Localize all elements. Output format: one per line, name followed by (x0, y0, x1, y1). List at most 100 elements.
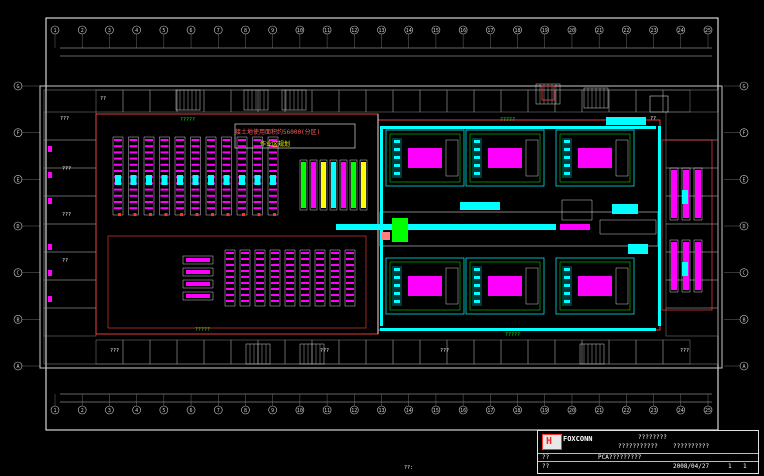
lower-rack-slot (271, 270, 279, 272)
cell-station (394, 140, 400, 143)
lower-rack-slot (301, 294, 309, 296)
axis-label-bottom: 18 (515, 408, 521, 414)
north-room (203, 89, 232, 113)
cell-machine (408, 148, 442, 168)
rack-slot (176, 194, 184, 197)
lower-rack-slot (286, 282, 294, 284)
cell-buffer (525, 267, 539, 305)
lower-rack-slot (331, 300, 339, 302)
axis-label-top: 5 (162, 28, 165, 34)
rack-slot (269, 163, 277, 166)
rack-slot (191, 151, 200, 154)
axis-label-right: D (742, 224, 745, 230)
perimeter-conveyor (380, 328, 656, 331)
north-room (500, 89, 529, 113)
lower-rack-slot (241, 258, 249, 260)
row-a-label: ?? (542, 454, 550, 461)
lower-rack (254, 249, 266, 307)
south-room (176, 339, 205, 365)
rack-cyan-mark (270, 175, 276, 185)
rack-slot (191, 201, 200, 203)
rack-slot (222, 207, 231, 210)
color-rack-fill (341, 162, 346, 208)
cell-station (394, 268, 400, 271)
rack-cyan-mark (115, 175, 121, 185)
rack-cyan-mark (177, 175, 183, 185)
axis-label-bottom: 15 (433, 408, 439, 414)
rack-slot (129, 139, 138, 141)
color-rack (359, 159, 368, 211)
axis-label-bottom: 17 (487, 408, 493, 414)
color-rack-fill (321, 162, 326, 208)
cell-station (474, 164, 480, 167)
lower-rack-slot (346, 300, 354, 302)
lower-rack-slot (241, 264, 249, 266)
rack-slot (160, 145, 169, 148)
color-rack (349, 159, 358, 211)
room-label: ?? (100, 96, 106, 102)
west-room (43, 307, 97, 337)
rack-slot (176, 139, 184, 141)
cell-station (394, 148, 400, 151)
room-marker (48, 172, 52, 178)
color-rack (309, 159, 318, 211)
west-room (43, 139, 97, 169)
rack-slot (176, 201, 184, 203)
lower-rack (269, 249, 281, 307)
south-room (581, 339, 610, 365)
corridor-magenta (560, 224, 590, 230)
rack-slot (238, 188, 246, 191)
cell-conveyor (389, 133, 461, 183)
north-room (257, 89, 286, 113)
axis-label-bottom: 25 (705, 408, 711, 414)
title-line-1: ???????? (638, 434, 667, 441)
north-room (554, 89, 583, 113)
rack-slot (207, 207, 215, 210)
north-room (392, 89, 421, 113)
rack-slot (160, 194, 169, 197)
drawing-date: 2008/04/27 (673, 463, 710, 470)
east-rack-fill (671, 170, 677, 218)
cell-buffer (445, 267, 459, 305)
cell-station (394, 284, 400, 287)
rack-slot (160, 207, 169, 210)
north-room (473, 89, 502, 113)
bench (182, 267, 214, 277)
lower-rack-slot (346, 294, 354, 296)
rack-cyan-mark (223, 175, 230, 185)
lower-rack-slot (271, 264, 279, 266)
rack-slot (269, 170, 277, 172)
axis-label-top: 10 (297, 28, 303, 34)
north-room (338, 89, 367, 113)
rack-slot (207, 145, 215, 148)
bench-fill (186, 282, 210, 286)
cell-station (564, 276, 570, 279)
axis-label-top: 15 (433, 28, 439, 34)
north-room (122, 89, 151, 113)
lower-rack-slot (331, 258, 339, 260)
bench (182, 255, 214, 265)
cell-station (474, 140, 480, 143)
rack-slot (238, 207, 246, 210)
south-room (662, 339, 691, 365)
color-rack (329, 159, 338, 211)
corridor-cyan-low (628, 244, 648, 254)
axis-label-bottom: 7 (217, 408, 220, 414)
rack-cyan-mark (192, 175, 199, 185)
rack-slot (114, 207, 122, 210)
lower-rack-slot (286, 300, 294, 302)
cell-station (394, 276, 400, 279)
axis-label-top: 3 (108, 28, 111, 34)
room-label: ??? (110, 348, 119, 354)
cell-machine (578, 276, 612, 296)
cell-station (394, 164, 400, 167)
east-production-zone (661, 139, 713, 311)
rack-slot (238, 157, 246, 160)
lower-rack-slot (241, 282, 249, 284)
cell-station (474, 268, 480, 271)
axis-label-top: 25 (705, 28, 711, 34)
rack-slot (176, 170, 184, 172)
north-room (527, 89, 556, 113)
south-room (122, 339, 151, 365)
